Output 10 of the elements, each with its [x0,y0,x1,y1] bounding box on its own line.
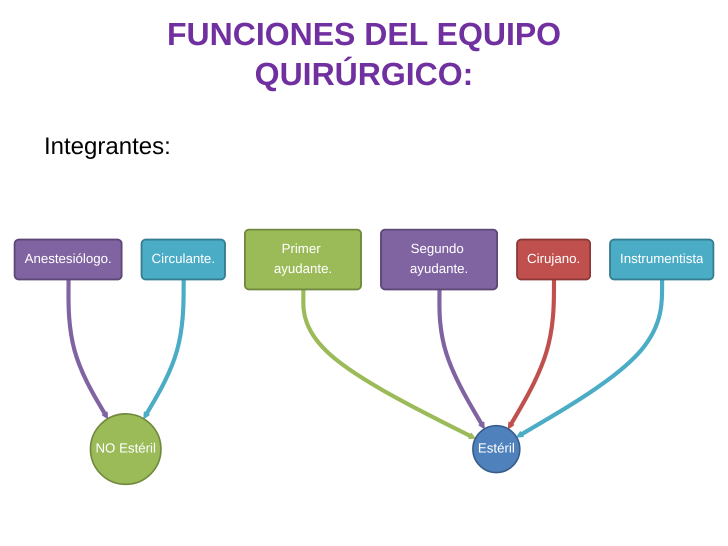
arrow [66,280,108,420]
arrow [516,280,664,438]
arrow [437,290,485,430]
node-circle: NO Estéril [90,413,162,486]
arrow [301,290,476,439]
arrow [143,280,186,420]
section-heading: Integrantes: [44,132,171,162]
title: FUNCIONES DEL EQUIPO QUIRÚRGICO: [166,15,562,94]
arrow [508,280,556,430]
node-circle: Estéril [472,424,521,474]
